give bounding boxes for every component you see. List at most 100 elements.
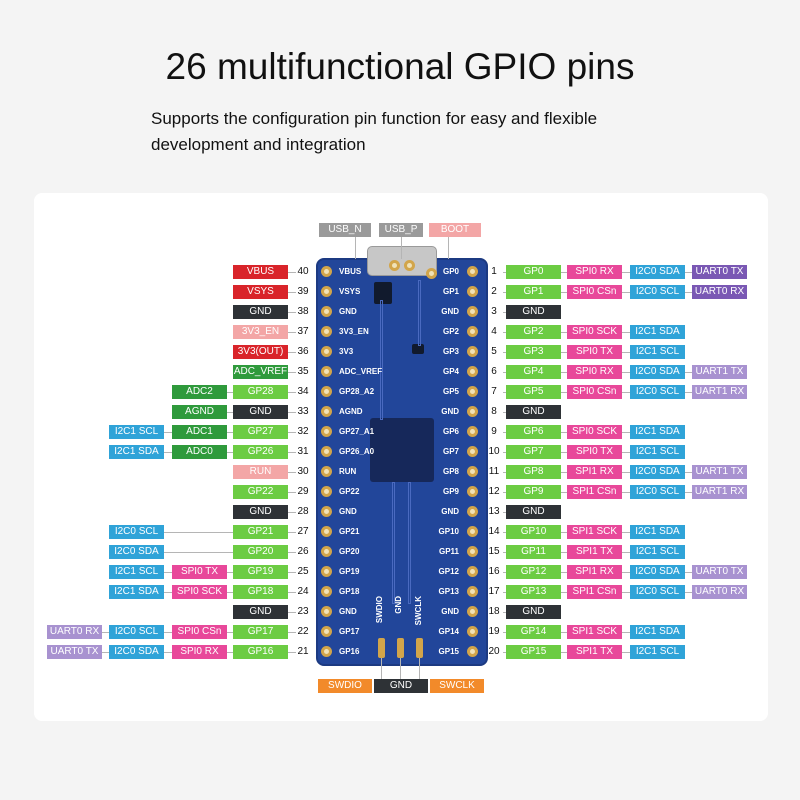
top-signal-label: USB_N [319,223,371,237]
pin-function-tag: I2C1 SCL [109,425,164,439]
leader-line [503,532,630,533]
pin-silk-label: GP0 [442,267,459,276]
pin-pad [467,566,478,577]
pin-pad [321,366,332,377]
pin-number: 15 [488,546,500,557]
pin-pad [321,446,332,457]
pin-silk-label: 3V3_EN [339,327,369,336]
pin-function-tag: GP7 [506,445,561,459]
pin-number: 11 [488,466,500,477]
leader-line [164,552,296,553]
pin-number: 18 [488,606,500,617]
pin-function-tag: I2C1 SDA [109,445,164,459]
pin-pad [467,386,478,397]
pin-function-tag: SPI0 RX [172,645,227,659]
pin-function-tag: GP14 [506,625,561,639]
pin-function-tag: GP10 [506,525,561,539]
pin-pad [467,446,478,457]
debug-pad [397,638,404,658]
pin-silk-label: GND [339,507,357,516]
pcb-trace [392,482,395,604]
pin-function-tag: SPI0 RX [567,365,622,379]
pin-function-tag: I2C1 SCL [630,445,685,459]
pin-number: 1 [491,266,497,277]
pin-function-tag: GP0 [506,265,561,279]
leader-line [400,658,401,680]
pin-function-tag: UART0 TX [47,645,102,659]
page-subtitle: Supports the configuration pin function … [151,109,598,154]
pin-function-tag: RUN [233,465,288,479]
pin-number: 27 [297,526,309,537]
pin-number: 33 [297,406,309,417]
pin-function-tag: GP15 [506,645,561,659]
pin-pad [321,606,332,617]
pin-silk-label: GP15 [438,647,459,656]
pin-function-tag: 3V3_EN [233,325,288,339]
pin-function-tag: SPI0 TX [172,565,227,579]
pin-function-tag: SPI0 SCK [567,325,622,339]
pin-number: 22 [297,626,309,637]
pin-pad [467,526,478,537]
pin-silk-label: GP27_A1 [339,427,375,436]
pin-silk-label: GP20 [339,547,360,556]
leader-line [164,452,296,453]
pin-number: 4 [491,326,497,337]
pin-silk-label: GP5 [442,387,459,396]
pin-pad [467,466,478,477]
page-title: 26 multifunctional GPIO pins [165,46,635,87]
pin-number: 38 [297,306,309,317]
leader-line [288,272,296,273]
leader-line [503,632,630,633]
pin-silk-label: GND [441,607,459,616]
pin-function-tag: VBUS [233,265,288,279]
pin-function-tag: GND [233,505,288,519]
pin-function-tag: SPI0 CSn [567,385,622,399]
pin-function-tag: SPI0 TX [567,445,622,459]
pin-function-tag: GP4 [506,365,561,379]
leader-line [503,432,630,433]
pin-function-tag: UART1 RX [692,485,747,499]
pin-function-tag: I2C0 SCL [630,285,685,299]
pin-pad [321,506,332,517]
pin-silk-label: GP8 [442,467,459,476]
pin-pad [321,626,332,637]
pin-function-tag: AGND [172,405,227,419]
pin-number: 10 [488,446,500,457]
pin-function-tag: I2C0 SDA [630,465,685,479]
leader-line [381,658,382,680]
pin-number: 25 [297,566,309,577]
leader-line [164,532,296,533]
pin-function-tag: GP20 [233,545,288,559]
pin-function-tag: GP8 [506,465,561,479]
bottom-signal-label: SWCLK [430,679,484,693]
pin-function-tag: SPI1 TX [567,545,622,559]
pin-pad [467,626,478,637]
pin-silk-label: GP11 [438,547,459,556]
pin-silk-label: GP9 [442,487,459,496]
pin-function-tag: I2C1 SDA [630,525,685,539]
pin-number: 35 [297,366,309,377]
pin-silk-label: GP12 [438,567,459,576]
pin-silk-label: GP18 [339,587,360,596]
pin-number: 8 [491,406,497,417]
pin-function-tag: I2C0 SCL [630,585,685,599]
pin-pad [467,606,478,617]
pin-function-tag: GND [233,405,288,419]
pin-pad [321,546,332,557]
pin-silk-label: 3V3 [339,347,354,356]
pin-function-tag: I2C1 SDA [109,585,164,599]
pin-number: 30 [297,466,309,477]
usb-connector [367,246,437,276]
pin-pad [321,266,332,277]
pin-pad [321,646,332,657]
pin-number: 37 [297,326,309,337]
pin-function-tag: GND [506,505,561,519]
pin-silk-label: GP10 [438,527,459,536]
pin-function-tag: GP21 [233,525,288,539]
pin-function-tag: GND [506,405,561,419]
pin-function-tag: I2C0 SCL [630,485,685,499]
pin-number: 24 [297,586,309,597]
pin-silk-label: VSYS [339,287,361,296]
pin-pad [467,306,478,317]
pin-silk-label: GP16 [339,647,360,656]
